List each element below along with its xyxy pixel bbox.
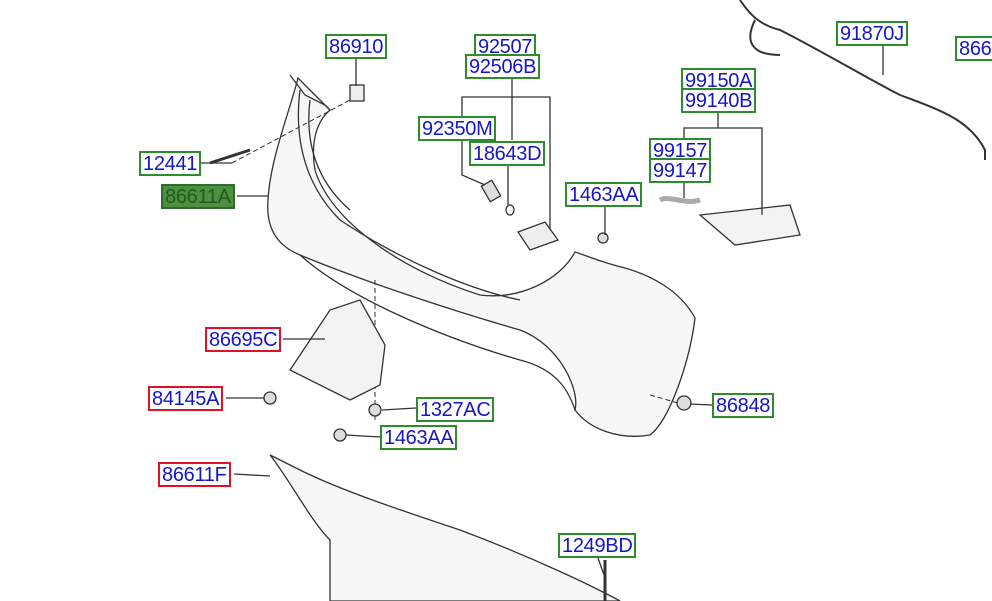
callout-86611f[interactable]: 86611F [158,462,231,487]
callout-18643d[interactable]: 18643D [469,141,546,166]
callout-99140b[interactable]: 99140B [681,88,757,113]
callout-92507[interactable]: 92507 [474,34,537,57]
rear-bumper-cover [267,76,696,437]
callout-1463aa-bottom[interactable]: 1463AA [380,425,458,450]
callout-91870j[interactable]: 91870J [836,21,908,46]
callout-92350m[interactable]: 92350M [418,116,497,141]
callout-86848[interactable]: 86848 [712,393,775,418]
callout-1249bd[interactable]: 1249BD [558,533,637,558]
callout-99150a[interactable]: 99150A [681,68,757,91]
callout-86695c[interactable]: 86695C [205,327,282,352]
callout-99157[interactable]: 99157 [649,138,712,161]
callout-12441[interactable]: 12441 [139,151,202,176]
callout-1327ac[interactable]: 1327AC [416,397,495,422]
callout-86910[interactable]: 86910 [325,34,388,59]
callout-86611a-selected[interactable]: 86611A [161,184,235,209]
callout-99147[interactable]: 99147 [649,158,712,183]
callout-92506b[interactable]: 92506B [465,54,541,79]
callout-1463aa-top[interactable]: 1463AA [565,182,643,207]
callout-866-partial[interactable]: 866 [955,36,992,61]
callout-84145a[interactable]: 84145A [148,386,224,411]
